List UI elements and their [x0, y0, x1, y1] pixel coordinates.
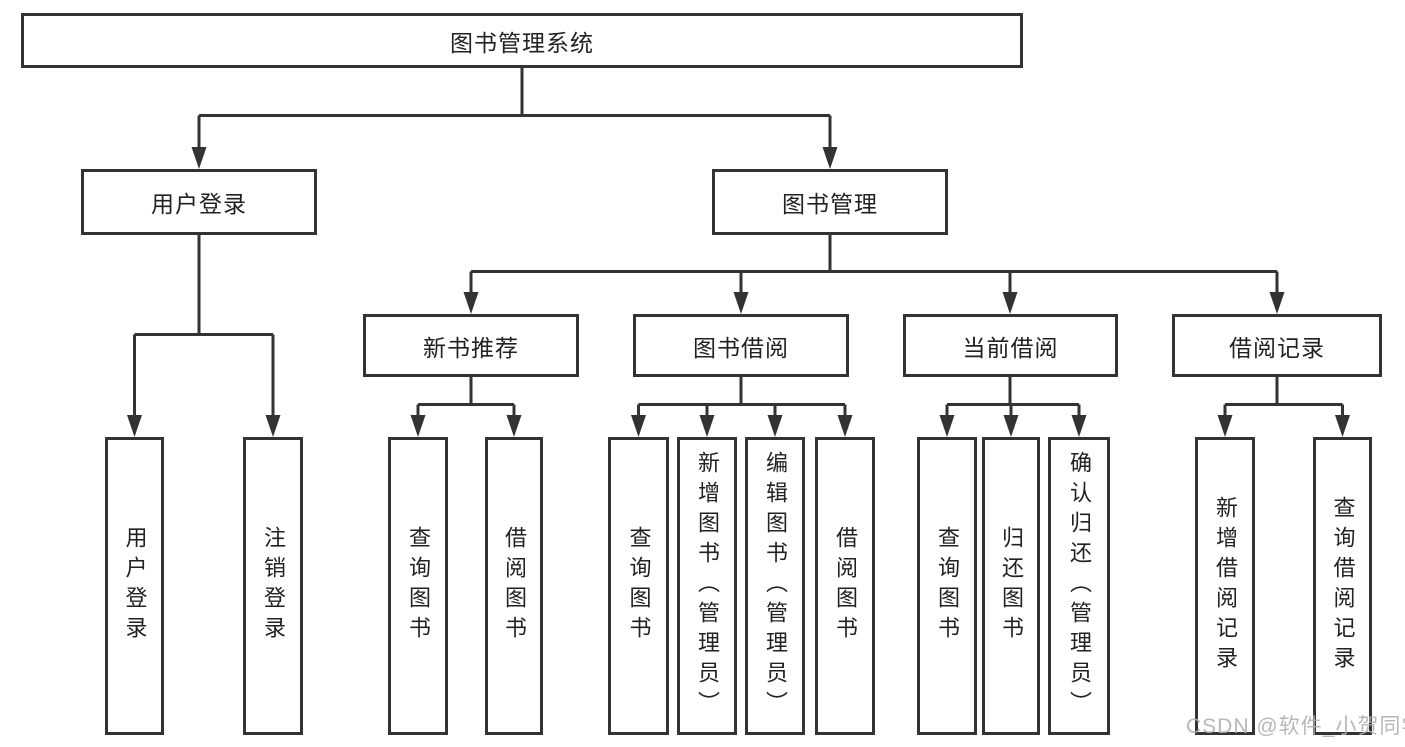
node-new-book-recommend: 新书推荐 [363, 314, 579, 377]
node-borrowing-records: 借阅记录 [1172, 314, 1382, 377]
leaf-bb-add-books-admin-label: 新增图书（管理员） [695, 451, 720, 721]
leaf-br-query-record: 查询借阅记录 [1313, 437, 1372, 735]
node-current-borrowing-label: 当前借阅 [962, 334, 1059, 361]
leaf-bb-borrow-books-label: 借阅图书 [833, 526, 858, 646]
leaf-bb-query-books-label: 查询图书 [626, 526, 652, 646]
csdn-watermark: CSDN @软件_小贺同学 [1186, 715, 1405, 738]
node-book-borrowing: 图书借阅 [633, 314, 849, 377]
leaf-bb-query-books: 查询图书 [608, 437, 669, 735]
leaf-br-query-record-label: 查询借阅记录 [1330, 496, 1356, 676]
leaf-nb-borrow-books: 借阅图书 [485, 437, 543, 735]
leaf-logout-label: 注销登录 [261, 526, 286, 646]
leaf-user-login: 用户登录 [105, 437, 164, 735]
leaf-br-add-record-label: 新增借阅记录 [1213, 496, 1238, 676]
node-root-label: 图书管理系统 [450, 29, 594, 56]
leaf-user-login-label: 用户登录 [122, 526, 148, 646]
leaf-br-add-record: 新增借阅记录 [1195, 437, 1255, 735]
leaf-bb-edit-books-admin-label: 编辑图书（管理员） [763, 451, 788, 721]
leaf-cb-confirm-return-admin: 确认归还（管理员） [1048, 437, 1110, 735]
leaf-cb-confirm-return-admin-label: 确认归还（管理员） [1067, 451, 1092, 721]
leaf-cb-return-books-label: 归还图书 [999, 526, 1024, 646]
leaf-nb-borrow-books-label: 借阅图书 [502, 526, 527, 646]
node-new-book-recommend-label: 新书推荐 [423, 334, 519, 361]
node-user-login: 用户登录 [81, 169, 317, 235]
node-root: 图书管理系统 [21, 13, 1023, 68]
leaf-cb-query-books: 查询图书 [917, 437, 977, 735]
leaf-logout: 注销登录 [243, 437, 303, 735]
leaf-nb-query-books-label: 查询图书 [406, 526, 431, 646]
node-current-borrowing: 当前借阅 [903, 314, 1118, 377]
leaf-nb-query-books: 查询图书 [388, 437, 448, 735]
leaf-bb-edit-books-admin: 编辑图书（管理员） [745, 437, 805, 735]
leaf-bb-borrow-books: 借阅图书 [815, 437, 875, 735]
node-borrowing-records-label: 借阅记录 [1229, 334, 1325, 361]
node-user-login-label: 用户登录 [151, 191, 247, 217]
leaf-cb-return-books: 归还图书 [982, 437, 1040, 735]
leaf-bb-add-books-admin: 新增图书（管理员） [677, 437, 737, 735]
node-book-management: 图书管理 [712, 169, 948, 235]
leaf-cb-query-books-label: 查询图书 [935, 526, 960, 646]
node-book-management-label: 图书管理 [782, 191, 878, 217]
node-book-borrowing-label: 图书借阅 [693, 334, 789, 361]
